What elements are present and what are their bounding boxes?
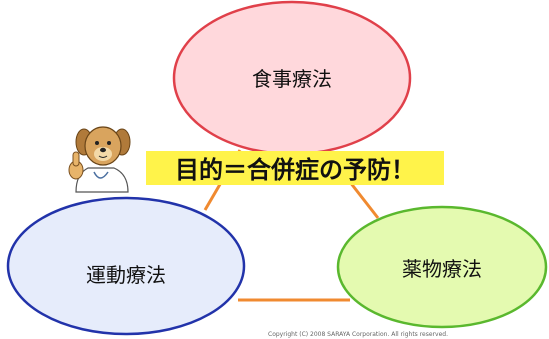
node-drug-therapy-label: 薬物療法 (402, 257, 482, 281)
copyright-text: Copyright (C) 2008 SARAYA Corporation. A… (268, 331, 448, 338)
node-diet-therapy-label: 食事療法 (252, 67, 332, 91)
node-drug-therapy (336, 205, 548, 329)
dog-doctor-icon (68, 126, 131, 193)
node-exercise-therapy-label: 運動療法 (86, 263, 166, 287)
node-exercise-therapy (6, 196, 246, 336)
center-highlight (146, 151, 444, 185)
center-goal-text: 目的＝合併症の予防！ (175, 156, 415, 184)
